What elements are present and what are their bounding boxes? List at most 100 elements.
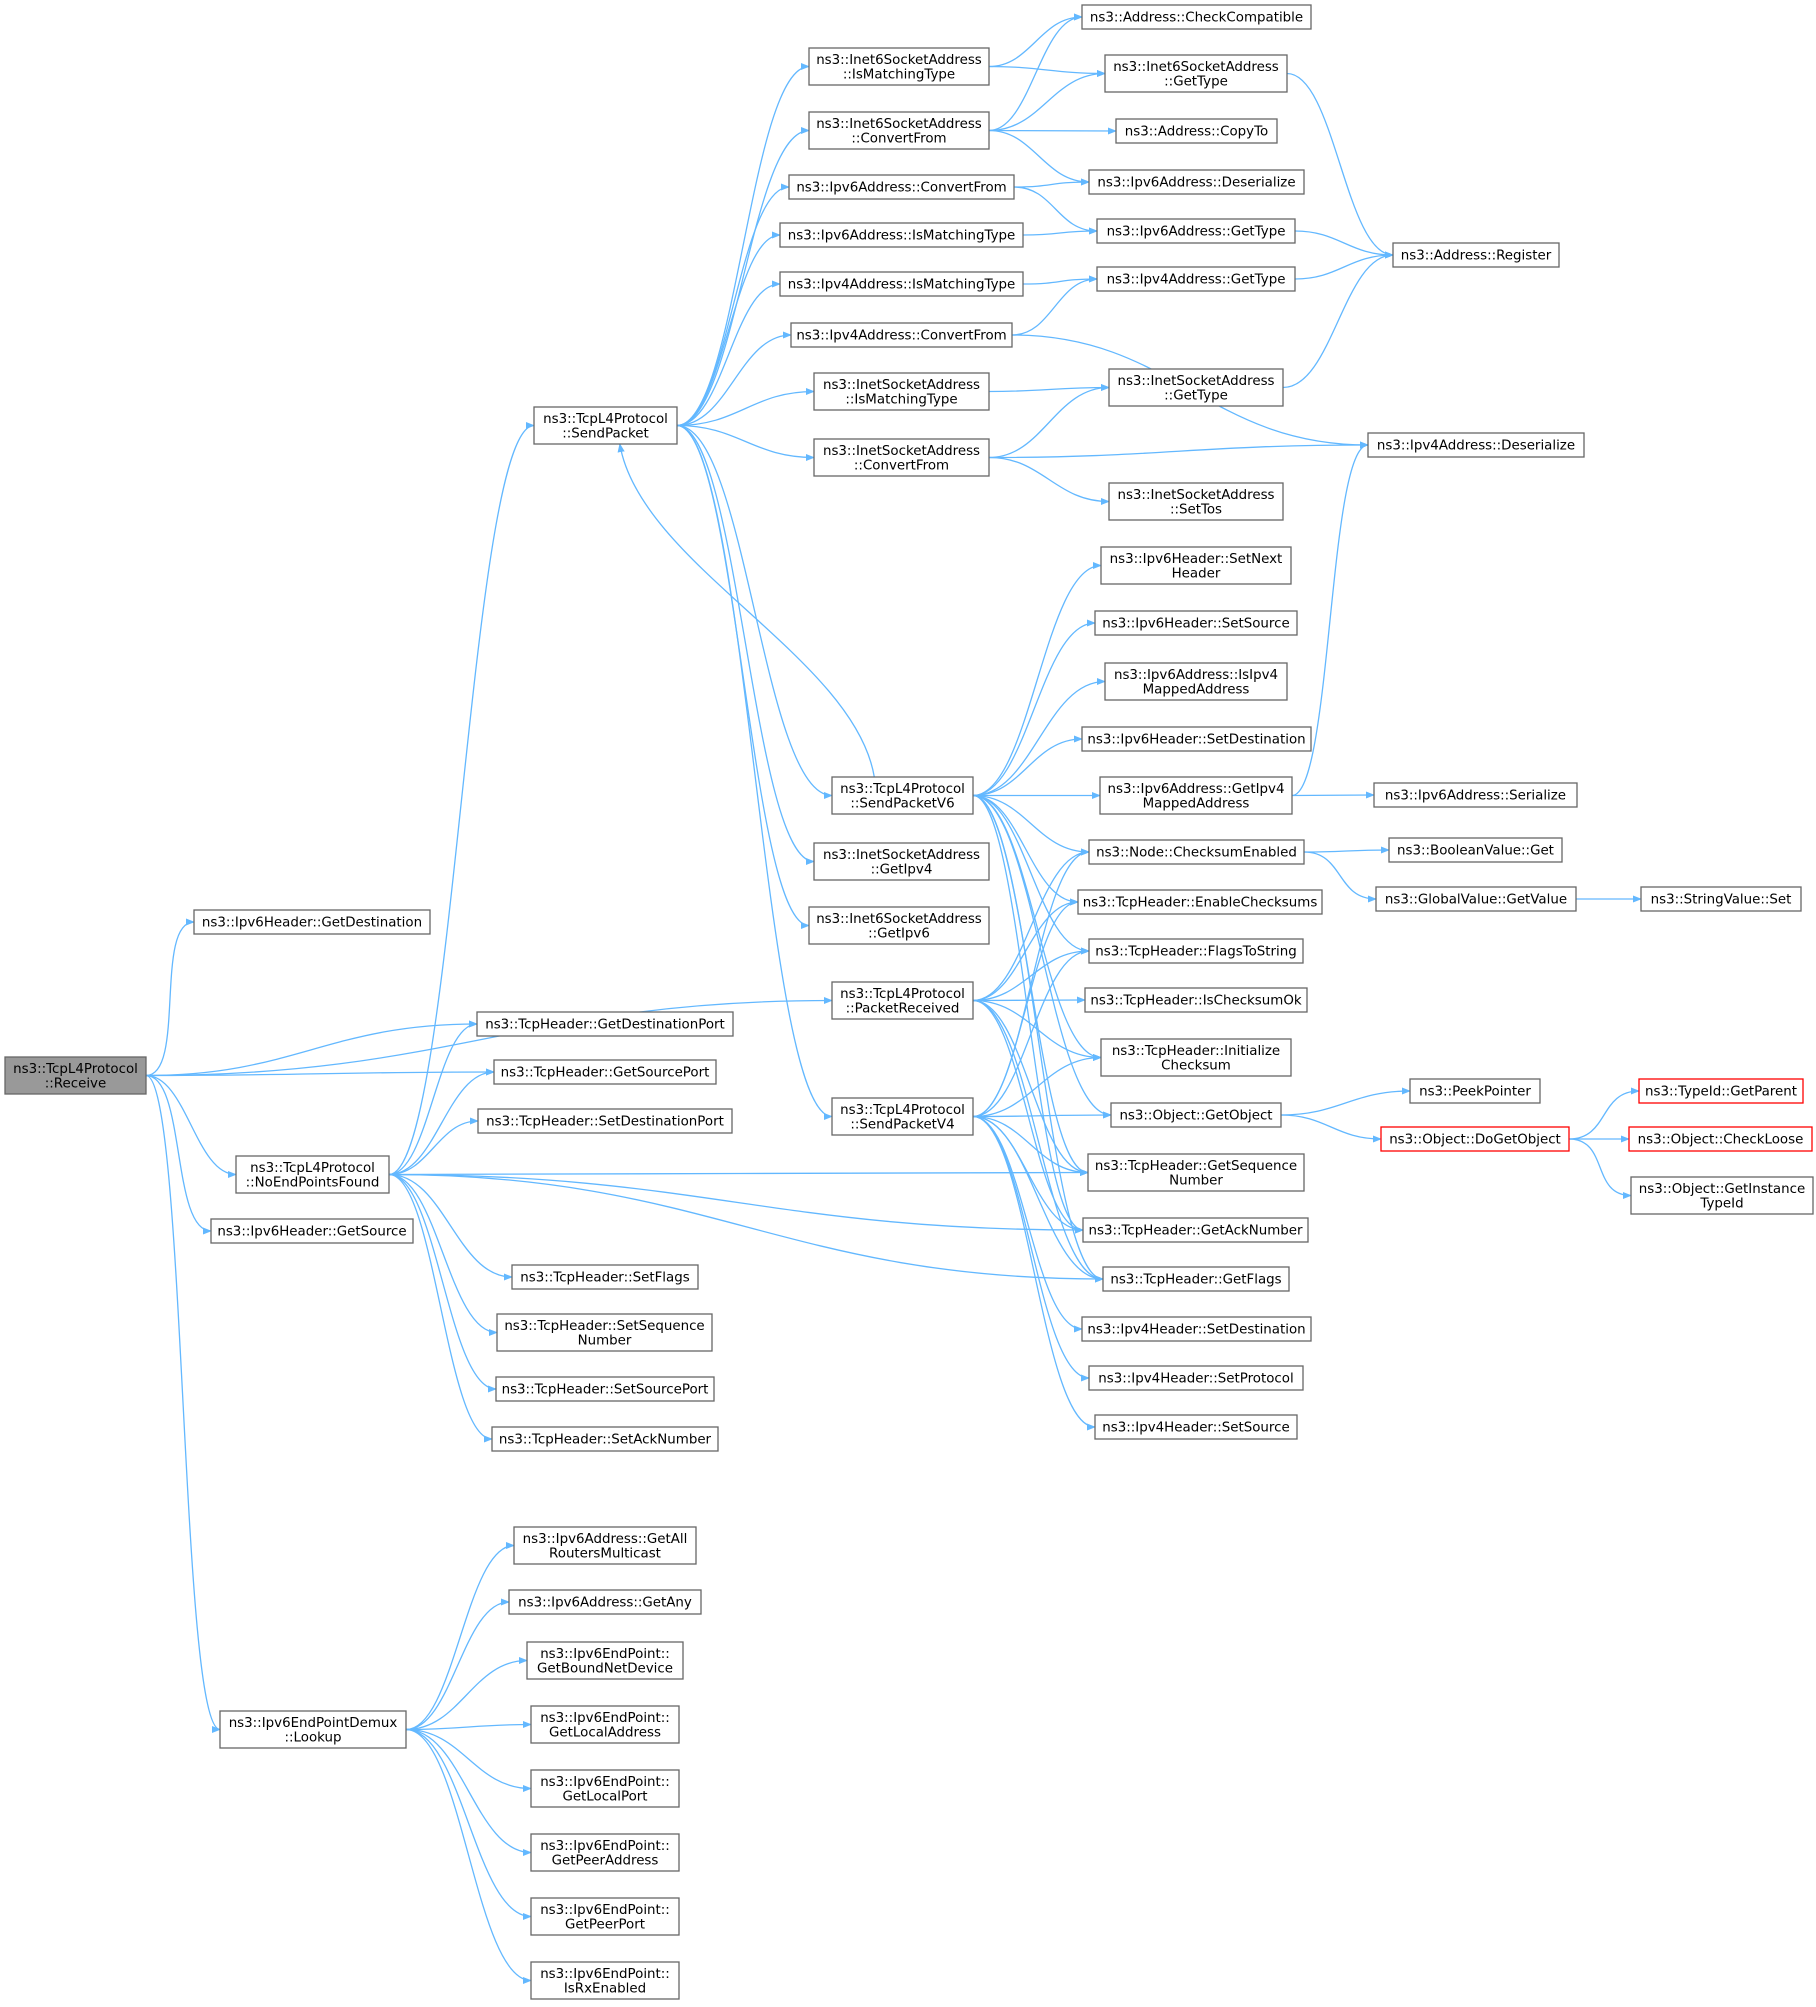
node-box (808, 47, 990, 86)
node-ipv6a-ismatching[interactable]: ns3::Ipv6Address::IsMatchingType (779, 222, 1024, 248)
node-label: ns3::TcpHeader::GetSourcePort (501, 1066, 710, 1081)
node-stringval-set[interactable]: ns3::StringValue::Set (1640, 886, 1802, 912)
node-ipv6h-setsrc[interactable]: ns3::Ipv6Header::SetSource (1094, 610, 1298, 636)
node-tcph-setflags[interactable]: ns3::TcpHeader::SetFlags (511, 1264, 699, 1290)
node-ipv6ep-lookup[interactable]: ns3::Ipv6EndPointDemux::Lookup (219, 1710, 407, 1749)
edge-ipv6a_getipv4mapped-to-ipv4a_deserialize (1291, 441, 1369, 797)
node-inet-getipv4[interactable]: ns3::InetSocketAddress::GetIpv4 (813, 842, 990, 881)
node-tcph-setsrcport[interactable]: ns3::TcpHeader::SetSourcePort (495, 1376, 715, 1402)
node-label: ns3::Ipv6Header::SetNext (1110, 552, 1283, 567)
node-ipv6ep-getlocalport[interactable]: ns3::Ipv6EndPoint::GetLocalPort (530, 1769, 680, 1808)
node-tcph-flagstostring[interactable]: ns3::TcpHeader::FlagsToString (1088, 938, 1304, 964)
node-box (1081, 4, 1312, 30)
node-ipv6a-deserialize[interactable]: ns3::Ipv6Address::Deserialize (1088, 169, 1305, 195)
node-globalval-getvalue[interactable]: ns3::GlobalValue::GetValue (1375, 886, 1577, 912)
node-inet-settos[interactable]: ns3::InetSocketAddress::SetTos (1108, 482, 1284, 521)
node-inet6-gettype[interactable]: ns3::Inet6SocketAddress::GetType (1104, 54, 1288, 93)
node-packetreceived[interactable]: ns3::TcpL4Protocol::PacketReceived (831, 981, 974, 1020)
node-box (1115, 118, 1278, 144)
node-ipv4a-deserialize[interactable]: ns3::Ipv4Address::Deserialize (1367, 432, 1585, 458)
node-label: ns3::Ipv4Header::SetDestination (1087, 1323, 1305, 1338)
node-inet-ismatching[interactable]: ns3::InetSocketAddress::IsMatchingType (813, 372, 990, 411)
node-tcph-enablechecksums[interactable]: ns3::TcpHeader::EnableChecksums (1077, 889, 1323, 915)
node-ipv4h-setdest[interactable]: ns3::Ipv4Header::SetDestination (1081, 1316, 1312, 1342)
node-label: ns3::InetSocketAddress (823, 444, 980, 459)
node-tcph-getack[interactable]: ns3::TcpHeader::GetAckNumber (1082, 1217, 1309, 1243)
node-box (831, 1097, 974, 1136)
node-inet6-convertfrom[interactable]: ns3::Inet6SocketAddress::ConvertFrom (808, 111, 990, 150)
node-label: ns3::Ipv6Address::GetType (1107, 225, 1286, 240)
node-noendpoints[interactable]: ns3::TcpL4Protocol::NoEndPointsFound (235, 1155, 390, 1194)
node-label: ns3::TcpHeader::SetAckNumber (499, 1433, 712, 1448)
edge-inet6_convertfrom-to-inet6_gettype (988, 69, 1106, 132)
node-obj-checkloose[interactable]: ns3::Object::CheckLoose (1628, 1126, 1813, 1152)
node-label: ns3::Ipv6Address::Serialize (1385, 789, 1566, 804)
node-ipv6h-setdest[interactable]: ns3::Ipv6Header::SetDestination (1081, 726, 1312, 752)
node-ipv6a-getany[interactable]: ns3::Ipv6Address::GetAny (508, 1589, 702, 1615)
node-ipv6a-gettype[interactable]: ns3::Ipv6Address::GetType (1096, 218, 1296, 244)
node-peekpointer[interactable]: ns3::PeekPointer (1409, 1078, 1541, 1104)
node-receive[interactable]: ns3::TcpL4Protocol::Receive (4, 1056, 147, 1095)
node-ipv4h-setsrc[interactable]: ns3::Ipv4Header::SetSource (1094, 1414, 1298, 1440)
node-box (1096, 218, 1296, 244)
node-inet-gettype[interactable]: ns3::InetSocketAddress::GetType (1108, 368, 1284, 407)
node-ipv4h-setproto[interactable]: ns3::Ipv4Header::SetProtocol (1088, 1365, 1304, 1391)
node-obj-dogetobject[interactable]: ns3::Object::DoGetObject (1380, 1126, 1570, 1152)
node-ipv6ep-getpeerport[interactable]: ns3::Ipv6EndPoint::GetPeerPort (530, 1897, 680, 1936)
node-ipv6a-convertfrom[interactable]: ns3::Ipv6Address::ConvertFrom (788, 174, 1015, 200)
node-inet-convertfrom[interactable]: ns3::InetSocketAddress::ConvertFrom (813, 438, 990, 477)
node-sendpacketv4[interactable]: ns3::TcpL4Protocol::SendPacketV4 (831, 1097, 974, 1136)
node-ipv4a-ismatching[interactable]: ns3::Ipv4Address::IsMatchingType (779, 271, 1024, 297)
node-typeid-getparent[interactable]: ns3::TypeId::GetParent (1638, 1078, 1804, 1104)
node-boolval-get[interactable]: ns3::BooleanValue::Get (1388, 837, 1563, 863)
node-box (526, 1641, 684, 1680)
node-obj-getobject[interactable]: ns3::Object::GetObject (1110, 1102, 1282, 1128)
node-ipv4a-gettype[interactable]: ns3::Ipv4Address::GetType (1096, 266, 1296, 292)
node-ipv6ep-getlocaladdr[interactable]: ns3::Ipv6EndPoint::GetLocalAddress (530, 1705, 680, 1744)
node-box (1104, 54, 1288, 93)
node-tcph-setack[interactable]: ns3::TcpHeader::SetAckNumber (491, 1426, 719, 1452)
node-box (1082, 1217, 1309, 1243)
node-sendpacket[interactable]: ns3::TcpL4Protocol::SendPacket (533, 406, 678, 445)
node-addr-register[interactable]: ns3::Address::Register (1392, 242, 1560, 268)
edge-receive-to-ipv6h_getdest (145, 918, 195, 1077)
node-tcph-setdestport[interactable]: ns3::TcpHeader::SetDestinationPort (477, 1108, 733, 1134)
node-ipv6ep-getpeeraddr[interactable]: ns3::Ipv6EndPoint::GetPeerAddress (530, 1833, 680, 1872)
node-ipv6a-serialize[interactable]: ns3::Ipv6Address::Serialize (1373, 782, 1578, 808)
node-label: ns3::Ipv4Address::IsMatchingType (788, 278, 1016, 293)
node-addr-copyto[interactable]: ns3::Address::CopyTo (1115, 118, 1278, 144)
node-label: ns3::Ipv6Address::GetAll (523, 1532, 688, 1547)
edge-inet_convertfrom-to-inet_gettype (988, 383, 1110, 459)
node-label: ns3::Ipv6Header::GetSource (217, 1225, 406, 1240)
node-inet6-ismatching[interactable]: ns3::Inet6SocketAddress::IsMatchingType (808, 47, 990, 86)
node-tcph-getflags[interactable]: ns3::TcpHeader::GetFlags (1102, 1266, 1290, 1292)
node-ipv6ep-isrxenabled[interactable]: ns3::Ipv6EndPoint::IsRxEnabled (530, 1961, 680, 2000)
node-ipv6h-getsrc[interactable]: ns3::Ipv6Header::GetSource (210, 1218, 414, 1244)
node-ipv4a-convertfrom[interactable]: ns3::Ipv4Address::ConvertFrom (790, 322, 1013, 348)
node-ipv6h-getdest[interactable]: ns3::Ipv6Header::GetDestination (193, 909, 431, 935)
node-box (1094, 610, 1298, 636)
edge-ipv6ep_lookup-to-ipv6a_getallrouters (405, 1541, 515, 1731)
node-sendpacketv6[interactable]: ns3::TcpL4Protocol::SendPacketV6 (831, 776, 974, 815)
node-addr-checkcompat[interactable]: ns3::Address::CheckCompatible (1081, 4, 1312, 30)
node-inet6-getipv6[interactable]: ns3::Inet6SocketAddress::GetIpv6 (808, 906, 990, 945)
node-box (495, 1376, 715, 1402)
edge-sendpacketv4-to-node_checksum (972, 848, 1090, 1118)
node-label: ns3::TcpHeader::GetAckNumber (1088, 1224, 1303, 1239)
node-tcph-getsrcport[interactable]: ns3::TcpHeader::GetSourcePort (493, 1059, 717, 1085)
node-tcph-ischecksumok[interactable]: ns3::TcpHeader::IsChecksumOk (1084, 987, 1308, 1013)
node-tcph-getdestport[interactable]: ns3::TcpHeader::GetDestinationPort (476, 1011, 734, 1037)
node-label: ns3::TcpHeader::GetDestinationPort (485, 1018, 725, 1033)
node-label: ns3::TcpL4Protocol (840, 1103, 965, 1118)
node-ipv6ep-getbound[interactable]: ns3::Ipv6EndPoint::GetBoundNetDevice (526, 1641, 684, 1680)
node-box (1088, 839, 1305, 865)
node-node-checksum[interactable]: ns3::Node::ChecksumEnabled (1088, 839, 1305, 865)
